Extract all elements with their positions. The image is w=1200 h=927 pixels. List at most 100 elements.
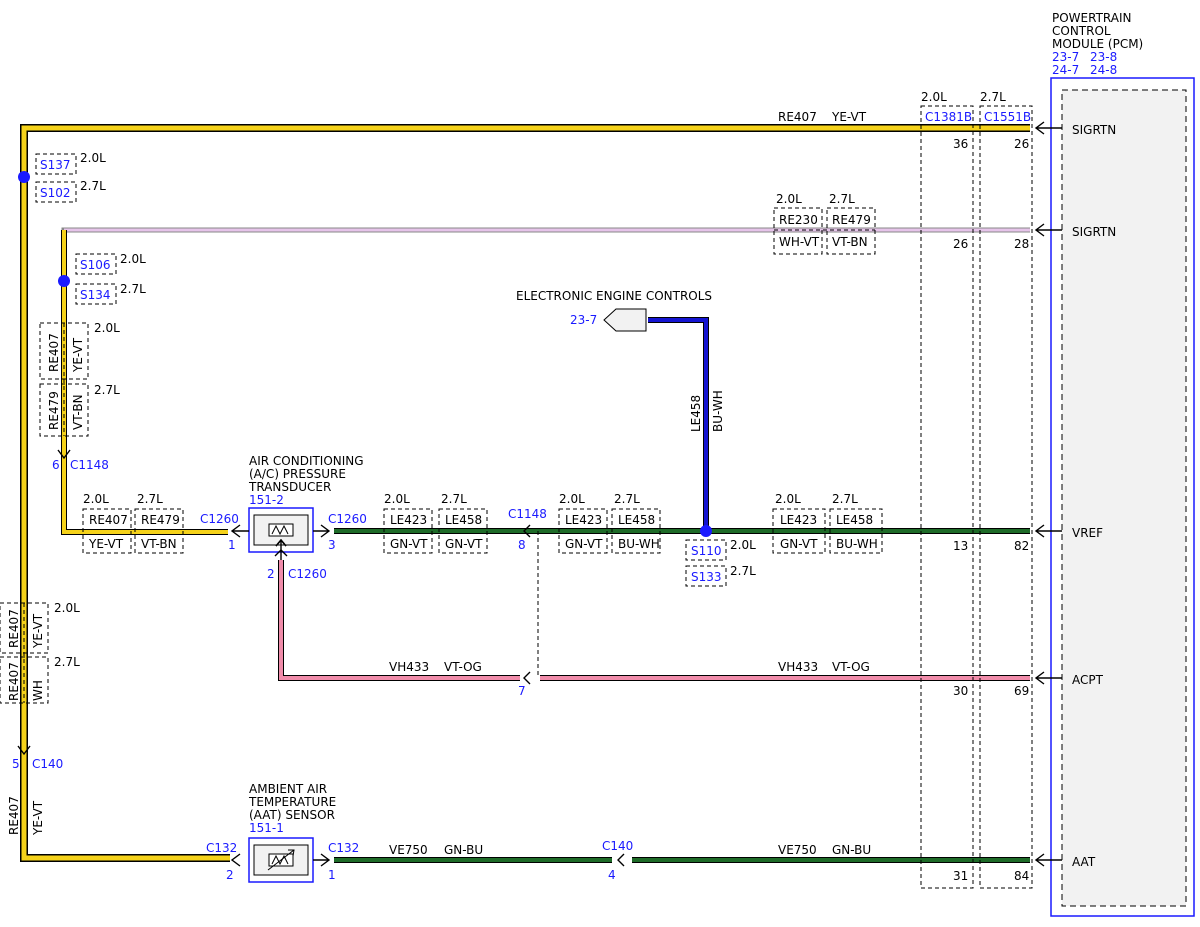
pcm-connector[interactable]: C1381B <box>925 110 972 124</box>
pcm-ref[interactable]: 23-7 <box>1052 50 1079 64</box>
wire-color: VT-OG <box>832 660 870 674</box>
wire-color: GN-VT <box>445 537 483 551</box>
wire-circuit: RE407 <box>7 609 21 648</box>
eec-reference[interactable]: ELECTRONIC ENGINE CONTROLS 23-7 LE458 BU… <box>516 289 725 432</box>
splice-label[interactable]: S106 <box>80 258 111 272</box>
pin-number: 82 <box>1014 539 1029 553</box>
wire-color: GN-BU <box>444 843 483 857</box>
wire-circuit: LE423 <box>565 513 602 527</box>
component-ref[interactable]: 151-2 <box>249 493 284 507</box>
pcm-title-1: POWERTRAIN <box>1052 11 1132 25</box>
pcm-pin-label: ACPT <box>1072 673 1104 687</box>
splice-label[interactable]: S110 <box>691 544 722 558</box>
wire-circuit: LE458 <box>689 395 703 432</box>
aat-sensor[interactable]: AMBIENT AIR TEMPERATURE (AAT) SENSOR 151… <box>248 782 336 883</box>
pcm-title-3: MODULE (PCM) <box>1052 37 1143 51</box>
splice-label[interactable]: S137 <box>40 158 71 172</box>
splice-label[interactable]: S134 <box>80 288 111 302</box>
pcm-conn-variant: 2.7L <box>980 90 1006 104</box>
wire-circuit: RE479 <box>141 513 180 527</box>
splice-label[interactable]: S133 <box>691 570 722 584</box>
pcm-pin-label: AAT <box>1072 855 1096 869</box>
pcm-connector[interactable]: C1551B <box>984 110 1031 124</box>
vref-a-labels: 2.0L 2.7L LE423 LE458 GN-VT GN-VT <box>383 492 488 554</box>
wire-color: YE-VT <box>31 613 45 649</box>
inline-connector[interactable]: C140 <box>32 757 63 771</box>
eec-title: ELECTRONIC ENGINE CONTROLS <box>516 289 712 303</box>
wire-color: YE-VT <box>31 800 45 836</box>
variant-label: 2.7L <box>137 492 163 506</box>
pin-number: 13 <box>953 539 968 553</box>
sensor-left-labels: 2.0L 2.7L RE407 RE479 YE-VT VT-BN <box>82 492 184 554</box>
pcm-pin-label: SIGRTN <box>1072 123 1116 137</box>
pin-number: 26 <box>953 237 968 251</box>
inline-connector[interactable]: C140 <box>602 839 633 853</box>
wire-circuit: RE230 <box>779 213 818 227</box>
inline-connector[interactable]: C1148 <box>508 507 547 521</box>
component-ref[interactable]: 151-1 <box>249 821 284 835</box>
wire-circuit: RE407 <box>89 513 128 527</box>
variant-label: 2.0L <box>83 492 109 506</box>
component-title: TRANSDUCER <box>248 480 331 494</box>
pcm-pin-label: SIGRTN <box>1072 225 1116 239</box>
component-title: (A/C) PRESSURE <box>249 467 346 481</box>
pcm-ref[interactable]: 23-8 <box>1090 50 1117 64</box>
variant-label: 2.0L <box>776 192 802 206</box>
connector-label[interactable]: C1260 <box>328 512 367 526</box>
variant-label: 2.0L <box>775 492 801 506</box>
pin-number: 36 <box>953 137 968 151</box>
eec-ref[interactable]: 23-7 <box>570 313 597 327</box>
connector-pin: 6 <box>52 458 60 472</box>
pcm-pin-label: VREF <box>1072 526 1103 540</box>
connector-pin: 4 <box>608 868 616 882</box>
pcm-conn-variant: 2.0L <box>921 90 947 104</box>
wire-color: GN-BU <box>832 843 871 857</box>
vref-c-labels: 2.0L 2.7L LE423 LE458 GN-VT BU-WH <box>772 492 883 554</box>
ac-pressure-transducer[interactable]: AIR CONDITIONING (A/C) PRESSURE TRANSDUC… <box>248 454 364 560</box>
wire-color: GN-VT <box>390 537 428 551</box>
wire-color: YE-VT <box>88 537 124 551</box>
pin-number: 30 <box>953 684 968 698</box>
wire-circuit: VH433 <box>389 660 429 674</box>
wire-re407-outer <box>20 124 1030 862</box>
wire-circuit: RE479 <box>47 391 61 430</box>
wire-color: YE-VT <box>831 110 867 124</box>
variant-label: 2.0L <box>120 252 146 266</box>
wire-color: BU-WH <box>836 537 878 551</box>
variant-label: 2.0L <box>80 151 106 165</box>
wire-color: VT-BN <box>71 394 85 430</box>
variant-label: 2.7L <box>730 564 756 578</box>
variant-label: 2.7L <box>94 383 120 397</box>
sig2-labels: 2.0L 2.7L RE230 RE479 WH-VT VT-BN <box>773 192 876 255</box>
wire-color: BU-WH <box>711 390 725 432</box>
variant-label: 2.7L <box>832 492 858 506</box>
connector-pin: 2 <box>267 567 275 581</box>
pin-number: 84 <box>1014 869 1029 883</box>
splices: S137 2.0L S102 2.7L S106 2.0L S134 2.7L … <box>18 151 756 587</box>
connector-label[interactable]: C1260 <box>288 567 327 581</box>
pcm-ref[interactable]: 24-7 <box>1052 63 1079 77</box>
wire-circuit: LE458 <box>618 513 655 527</box>
pin-number: 31 <box>953 869 968 883</box>
connector-label[interactable]: C132 <box>328 841 359 855</box>
pcm-module: POWERTRAIN CONTROL MODULE (PCM) 23-7 23-… <box>920 11 1195 917</box>
variant-label: 2.0L <box>384 492 410 506</box>
wire-circuit: RE407 <box>7 662 21 701</box>
wire-color: YE-VT <box>71 337 85 373</box>
pcm-ref[interactable]: 24-8 <box>1090 63 1117 77</box>
vert-inner-labels: 2.0L 2.7L RE407 YE-VT RE479 VT-BN <box>39 321 120 437</box>
variant-label: 2.0L <box>94 321 120 335</box>
connector-pin: 7 <box>518 684 526 698</box>
connector-label[interactable]: C132 <box>206 841 237 855</box>
component-title: TEMPERATURE <box>248 795 336 809</box>
splice-label[interactable]: S102 <box>40 186 71 200</box>
inline-connector[interactable]: C1148 <box>70 458 109 472</box>
wire-circuit: LE423 <box>780 513 817 527</box>
pin-number: 28 <box>1014 237 1029 251</box>
wire-circuit: RE407 <box>778 110 817 124</box>
wire-circuit: LE423 <box>390 513 427 527</box>
wire-circuit: LE458 <box>836 513 873 527</box>
connector-label[interactable]: C1260 <box>200 512 239 526</box>
component-title: AMBIENT AIR <box>249 782 327 796</box>
page-reference-icon <box>603 308 647 332</box>
